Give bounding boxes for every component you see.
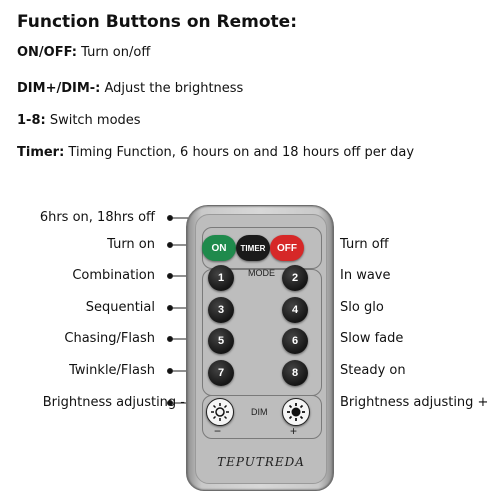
mode-button-2[interactable]: 2 [282,265,308,291]
mode-button-4[interactable]: 4 [282,297,308,323]
dim-plus-button[interactable] [282,398,310,426]
sun-outline-icon [211,403,229,421]
line-onoff: ON/OFF: Turn on/off [17,45,151,60]
dim-panel [202,395,322,439]
minus-sign: − [214,424,222,438]
page-heading: Function Buttons on Remote: [17,12,298,32]
dim-label: DIM [251,407,268,417]
mode-button-5[interactable]: 5 [208,328,234,354]
label-turn-on: Turn on [107,237,155,252]
mode-button-8[interactable]: 8 [282,360,308,386]
line-modes: 1-8: Switch modes [17,113,141,128]
off-button[interactable]: OFF [270,235,304,261]
label-timer: 6hrs on, 18hrs off [39,210,155,225]
mode-button-6[interactable]: 6 [282,328,308,354]
brand-logo: TEPUTREDA [217,455,305,469]
label-mode-2: In wave [340,268,391,283]
label-mode-6: Slow fade [340,331,404,346]
line-dim: DIM+/DIM-: Adjust the brightness [17,81,244,96]
label-dim-minus: Brightness adjusting - [42,395,185,410]
timer-button[interactable]: TIMER [236,235,270,261]
dim-minus-button[interactable] [206,398,234,426]
plus-sign: + [290,424,298,438]
label-dim-plus: Brightness adjusting + [340,395,489,410]
mode-button-7[interactable]: 7 [208,360,234,386]
mode-button-1[interactable]: 1 [208,265,234,291]
label-mode-7: Twinkle/Flash [69,363,155,378]
label-mode-8: Steady on [340,363,406,378]
label-mode-4: Slo glo [340,300,384,315]
mode-label: MODE [248,268,275,278]
mode-button-3[interactable]: 3 [208,297,234,323]
line-timer: Timer: Timing Function, 6 hours on and 1… [17,145,415,160]
on-button[interactable]: ON [202,235,236,261]
remote-control: ON TIMER OFF MODE 1 2 3 4 5 6 7 8 DIM − … [186,205,334,491]
remote-face: ON TIMER OFF MODE 1 2 3 4 5 6 7 8 DIM − … [195,214,327,484]
label-mode-1: Combination [72,268,155,283]
label-turn-off: Turn off [340,237,389,252]
label-mode-5: Chasing/Flash [64,331,155,346]
sun-filled-icon [287,403,305,421]
label-mode-3: Sequential [85,300,155,315]
